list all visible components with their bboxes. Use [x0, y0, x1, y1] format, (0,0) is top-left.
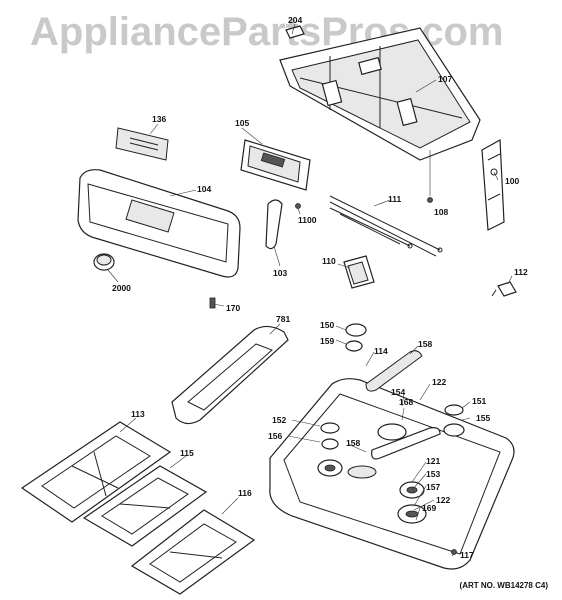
part-label-781: 781 [276, 314, 291, 324]
part-label-112: 112 [514, 267, 528, 277]
part-label-152: 152 [272, 415, 287, 425]
screw-170 [209, 297, 216, 309]
knob-2000 [93, 253, 115, 271]
part-label-100: 100 [505, 176, 520, 186]
igniter-112 [491, 281, 517, 297]
part-label-151: 151 [472, 396, 487, 406]
part-label-117: 117 [460, 550, 474, 560]
part-label-110: 110 [322, 256, 336, 266]
part-label-1100: 1100 [298, 215, 317, 225]
part-label-170: 170 [226, 303, 241, 313]
switch-110 [343, 255, 375, 289]
part-label-156: 156 [268, 431, 283, 441]
part-label-158-bottom: 158 [346, 438, 361, 448]
part-label-108: 108 [434, 207, 449, 217]
control-panel-104 [77, 169, 241, 278]
side-trim-100 [481, 139, 505, 231]
grate-113 [20, 421, 172, 523]
art-number: (ART NO. WB14278 C4) [459, 581, 548, 590]
part-label-157: 157 [426, 482, 441, 492]
part-label-153: 153 [426, 469, 441, 479]
part-label-158-top: 158 [418, 339, 433, 349]
part-label-111: 111 [388, 194, 402, 204]
cooktop-114 [269, 323, 515, 570]
part-label-116: 116 [238, 488, 252, 498]
part-label-168: 168 [399, 397, 414, 407]
grate-116 [130, 509, 256, 595]
screw-108 [427, 150, 433, 203]
screw-117 [451, 549, 457, 555]
wiring-111 [329, 195, 443, 257]
part-label-114: 114 [374, 346, 388, 356]
part-label-122-bottom: 122 [436, 495, 451, 505]
part-label-107: 107 [438, 74, 453, 84]
part-label-105: 105 [235, 118, 250, 128]
part-label-113: 113 [131, 409, 145, 419]
part-label-121: 121 [426, 456, 441, 466]
part-label-2000: 2000 [112, 283, 131, 293]
part-label-169: 169 [422, 503, 437, 513]
part-label-155: 155 [476, 413, 491, 423]
part-label-159: 159 [320, 336, 335, 346]
backsplash-panel-107 [279, 25, 481, 161]
part-label-136: 136 [152, 114, 167, 124]
control-board-105 [240, 139, 311, 191]
part-label-150: 150 [320, 320, 335, 330]
bracket-103 [265, 199, 301, 250]
part-label-115: 115 [180, 448, 194, 458]
griddle-781 [171, 325, 289, 425]
leader-lines [107, 23, 513, 557]
part-label-122-top: 122 [432, 377, 447, 387]
part-label-103: 103 [273, 268, 288, 278]
part-label-204: 204 [288, 15, 303, 25]
grate-115 [82, 465, 208, 547]
label-plate-136 [115, 127, 169, 161]
part-label-104: 104 [197, 184, 212, 194]
part-label-154: 154 [391, 387, 406, 397]
